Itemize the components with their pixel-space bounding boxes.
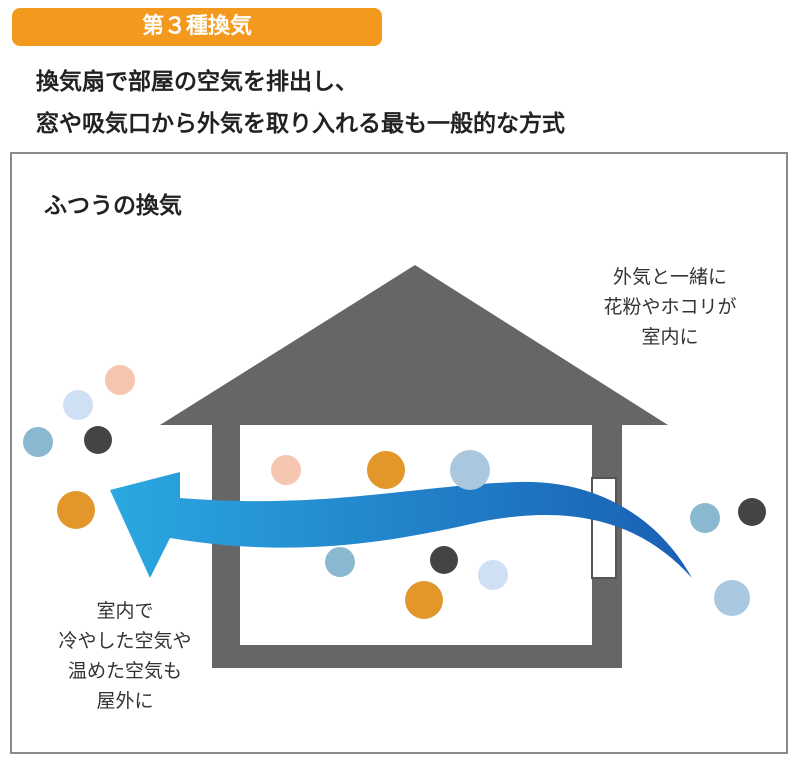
airflow-arrow [110,472,692,578]
dust-icon [84,426,766,574]
house-dust-icon [450,450,750,616]
left-note-line: 室内で [96,600,154,622]
right-note-line: 花粉やホコリが [603,296,737,318]
description-line-1: 換気扇で部屋の空気を排出し、 [36,69,358,95]
dust-particles [23,365,766,619]
left-note: 室内で 冷やした空気や 温めた空気も 屋外に [40,596,210,716]
house-roof [160,265,668,425]
mite-icon [57,451,443,619]
window [591,477,617,579]
description-line-2: 窓や吸気口から外気を取り入れる最も一般的な方式 [36,111,565,137]
right-note-line: 室内に [641,326,699,348]
right-note: 外気と一緒に 花粉やホコリが 室内に [590,262,750,352]
left-note-line: 冷やした空気や [58,630,192,652]
ventilation-type-badge: 第３種換気 [12,8,382,46]
virus-icon [23,427,720,577]
diagram-frame [10,152,788,754]
right-note-line: 外気と一緒に [612,266,727,288]
left-note-line: 屋外に [96,690,154,712]
pollen-icon [63,365,508,590]
left-note-line: 温めた空気も [67,660,182,682]
diagram-title: ふつうの換気 [44,193,182,219]
